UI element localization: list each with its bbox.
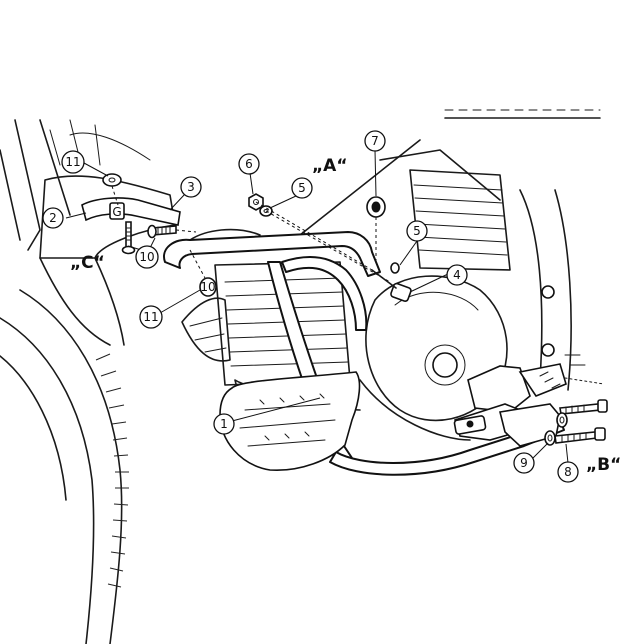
callout-6-label: 6 bbox=[245, 157, 253, 171]
assembly-lines bbox=[111, 185, 391, 283]
washer-icon bbox=[544, 412, 568, 446]
spacer-icon bbox=[371, 269, 412, 302]
callout-3-label: 3 bbox=[187, 180, 195, 194]
bolt-icon bbox=[121, 221, 177, 255]
washer-icon bbox=[259, 205, 400, 274]
callout-2: 2 bbox=[42, 207, 64, 229]
callout-3: 3 bbox=[180, 176, 202, 198]
callout-8-label: 8 bbox=[564, 465, 572, 479]
spacer-icon bbox=[366, 196, 386, 218]
callout-10: 10 bbox=[135, 245, 159, 269]
callout-1: 1 bbox=[213, 413, 235, 435]
callout-9: 9 bbox=[513, 452, 535, 474]
callout-4: 4 bbox=[446, 264, 468, 286]
callout-8: 8 bbox=[557, 461, 579, 483]
view-label-c: „C“ bbox=[70, 253, 105, 273]
callout-9-label: 9 bbox=[520, 456, 528, 470]
nut-marking: 10 bbox=[200, 280, 215, 294]
callout-5-upper: 5 bbox=[291, 177, 313, 199]
callout-4-label: 4 bbox=[453, 268, 461, 282]
callout-11-upper: 11 bbox=[61, 150, 85, 174]
bracket-icon: G bbox=[81, 197, 181, 226]
callout-11-lower-label: 11 bbox=[143, 310, 158, 324]
view-label-a: „A“ bbox=[312, 156, 348, 176]
front-wheel-and-fork bbox=[0, 119, 176, 644]
callout-7: 7 bbox=[364, 130, 386, 152]
callout-5-lower: 5 bbox=[406, 220, 428, 242]
crash-bar bbox=[163, 231, 565, 476]
callout-11-upper-label: 11 bbox=[65, 155, 80, 169]
view-label-b: „B“ bbox=[586, 455, 621, 475]
callout-11-lower: 11 bbox=[139, 305, 163, 329]
nut-icon: 10 bbox=[199, 277, 217, 297]
callout-10-label: 10 bbox=[139, 250, 154, 264]
callout-6: 6 bbox=[238, 153, 260, 175]
bolt-icon bbox=[554, 399, 608, 444]
callout-1-label: 1 bbox=[220, 417, 228, 431]
callout-2-label: 2 bbox=[49, 211, 57, 225]
bolt-row bbox=[564, 377, 605, 385]
callout-5-upper-label: 5 bbox=[298, 181, 306, 195]
callout-5-lower-label: 5 bbox=[413, 224, 421, 238]
callout-7-label: 7 bbox=[371, 134, 379, 148]
svg-text:G: G bbox=[112, 205, 121, 219]
